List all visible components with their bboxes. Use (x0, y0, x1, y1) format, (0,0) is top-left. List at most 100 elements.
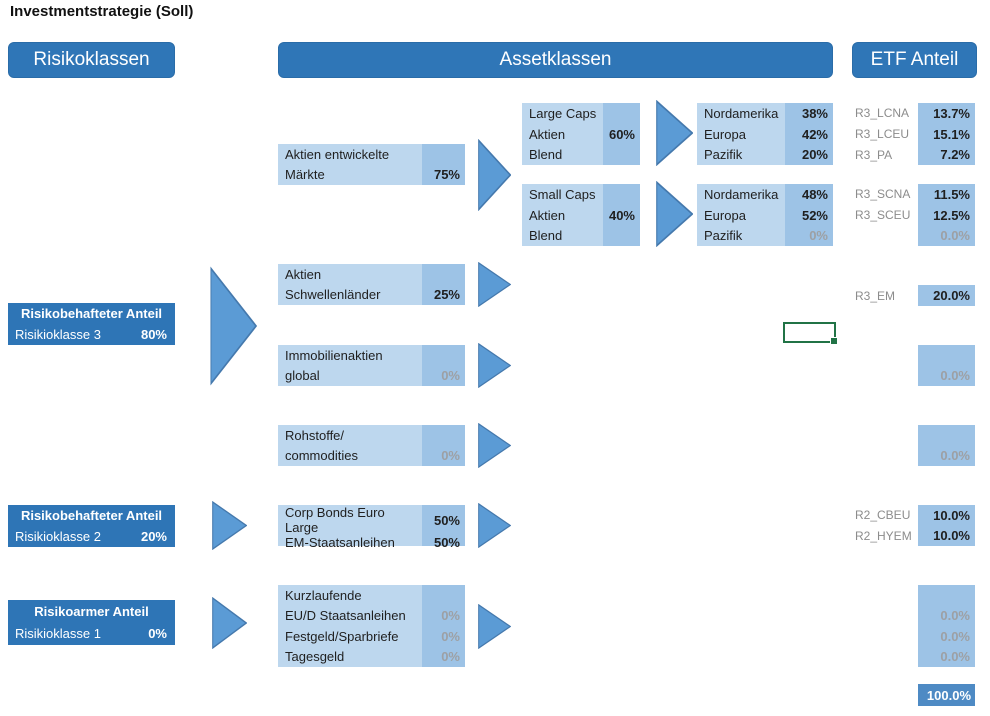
small-caps-line3: Blend (529, 228, 563, 244)
bonds-row1-label: Corp Bonds Euro Large (285, 505, 385, 535)
large-caps-line2: Aktien (529, 126, 566, 142)
etf-code: R3_LCEU (855, 127, 910, 141)
etf-value: 0.0% (940, 368, 970, 384)
small-caps-line1: Small Caps (529, 186, 596, 202)
regions-large-row2-label: Europa (704, 126, 746, 142)
etf-total-box[interactable]: 100.0% (918, 684, 975, 706)
etf-code-em: R3_EM (855, 285, 915, 306)
etf-values-bonds[interactable]: 10.0% 10.0% (918, 505, 975, 546)
etf-total-value: 100.0% (926, 687, 971, 703)
risk-box-klasse1-title: Risikoarmer Anteil (34, 603, 149, 619)
regions-large-row3-value: 20% (801, 147, 828, 163)
etf-values-large-caps[interactable]: 13.7% 15.1% 7.2% (918, 103, 975, 165)
asset-box-large-caps[interactable]: Large Caps Aktien 60% Blend (522, 103, 640, 165)
etf-values-cash[interactable]: 0.0% 0.0% 0.0% (918, 585, 975, 667)
etf-code (855, 225, 915, 246)
real-estate-value: 0% (441, 368, 460, 384)
etf-codes-large-caps: R3_LCNA R3_LCEU R3_PA (855, 103, 915, 165)
regions-small-row2-label: Europa (704, 207, 746, 223)
etf-value: 10.0% (933, 507, 970, 523)
etf-values-small-caps[interactable]: 11.5% 12.5% 0.0% (918, 184, 975, 246)
header-assetklassen-label: Assetklassen (499, 49, 612, 70)
etf-value-real-estate[interactable]: 0.0% (918, 345, 975, 386)
etf-code: R3_SCEU (855, 208, 911, 222)
regions-large-row3-label: Pazifik (704, 147, 743, 163)
etf-code: R3_LCNA (855, 106, 910, 121)
bonds-row2-value: 50% (433, 535, 460, 550)
developed-markets-value-column (422, 144, 465, 185)
regions-small-value-column (785, 184, 833, 246)
etf-value-commodities[interactable]: 0.0% (918, 425, 975, 466)
regions-small-row2-value: 52% (801, 207, 828, 223)
cash-value-column (422, 585, 465, 667)
header-risikoklassen[interactable]: Risikoklassen (8, 42, 175, 78)
header-etf-anteil-label: ETF Anteil (870, 49, 959, 70)
regions-small-row1-label: Nordamerika (704, 186, 779, 202)
arrow-large-caps-to-regions[interactable] (656, 100, 693, 166)
arrow-cash-to-etf[interactable] (478, 604, 511, 649)
large-caps-value-column (603, 103, 640, 165)
header-assetklassen[interactable]: Assetklassen (278, 42, 833, 78)
risk-box-klasse3-value: 80% (140, 327, 167, 342)
bonds-value-column (422, 505, 465, 546)
etf-value: 20.0% (933, 288, 970, 303)
small-caps-value-column (603, 184, 640, 246)
regions-large-row2-value: 42% (801, 126, 828, 142)
real-estate-line2: global (285, 368, 320, 384)
developed-markets-line2: Märkte (285, 167, 325, 183)
regions-small-row3-label: Pazifik (704, 228, 743, 244)
etf-value-em[interactable]: 20.0% (918, 285, 975, 306)
emerging-markets-line1: Aktien (285, 266, 322, 282)
commodities-line2: commodities (285, 448, 358, 464)
selected-cell[interactable] (783, 322, 838, 345)
selection-fill-handle[interactable] (830, 337, 838, 345)
cash-row4-label: Tagesgeld (285, 649, 345, 665)
etf-codes-bonds: R2_CBEU R2_HYEM (855, 505, 915, 546)
commodities-line1: Rohstoffe/ (285, 427, 345, 443)
etf-code: R2_CBEU (855, 508, 911, 523)
arrow-small-caps-to-regions[interactable] (656, 181, 693, 247)
arrow-emerging-to-etf[interactable] (478, 262, 511, 307)
asset-box-commodities[interactable]: Rohstoffe/ commodities 0% (278, 425, 465, 466)
arrow-real-estate-to-etf[interactable] (478, 343, 511, 388)
risk-box-klasse3[interactable]: Risikobehafteter Anteil Risikioklasse 3 8… (8, 303, 175, 345)
risk-box-klasse1-value: 0% (148, 626, 167, 642)
emerging-markets-value-column (422, 264, 465, 305)
header-etf-anteil[interactable]: ETF Anteil (852, 42, 977, 78)
risk-box-klasse2-label: Risikioklasse 2 (15, 529, 101, 544)
etf-code: R3_PA (855, 147, 893, 162)
large-caps-line1: Large Caps (529, 105, 597, 121)
regions-large-row1-value: 38% (801, 105, 828, 121)
etf-value: 0.0% (940, 608, 970, 624)
regions-small-row3-value: 0% (809, 228, 828, 244)
emerging-markets-line2: Schwellenländer (285, 287, 381, 303)
arrow-developed-to-caps[interactable] (478, 139, 511, 211)
risk-box-klasse2-title: Risikobehafteter Anteil (20, 508, 163, 523)
arrow-risk2-to-assets[interactable] (212, 501, 247, 550)
large-caps-value: 60% (608, 126, 635, 142)
risk-box-klasse3-title: Risikobehafteter Anteil (20, 306, 163, 321)
large-caps-line3: Blend (529, 147, 563, 163)
etf-code: R2_HYEM (855, 528, 912, 543)
etf-value: 0.0% (940, 448, 970, 464)
etf-value: 12.5% (933, 207, 970, 223)
small-caps-line2: Aktien (529, 207, 566, 223)
commodities-value: 0% (441, 448, 460, 464)
arrow-risk1-to-assets[interactable] (212, 597, 247, 649)
arrow-risk3-to-assets[interactable] (210, 266, 257, 386)
cash-row4-value: 0% (441, 649, 460, 665)
arrow-commodities-to-etf[interactable] (478, 423, 511, 468)
arrow-bonds-to-etf[interactable] (478, 503, 511, 548)
risk-box-klasse3-label: Risikioklasse 3 (15, 327, 101, 342)
